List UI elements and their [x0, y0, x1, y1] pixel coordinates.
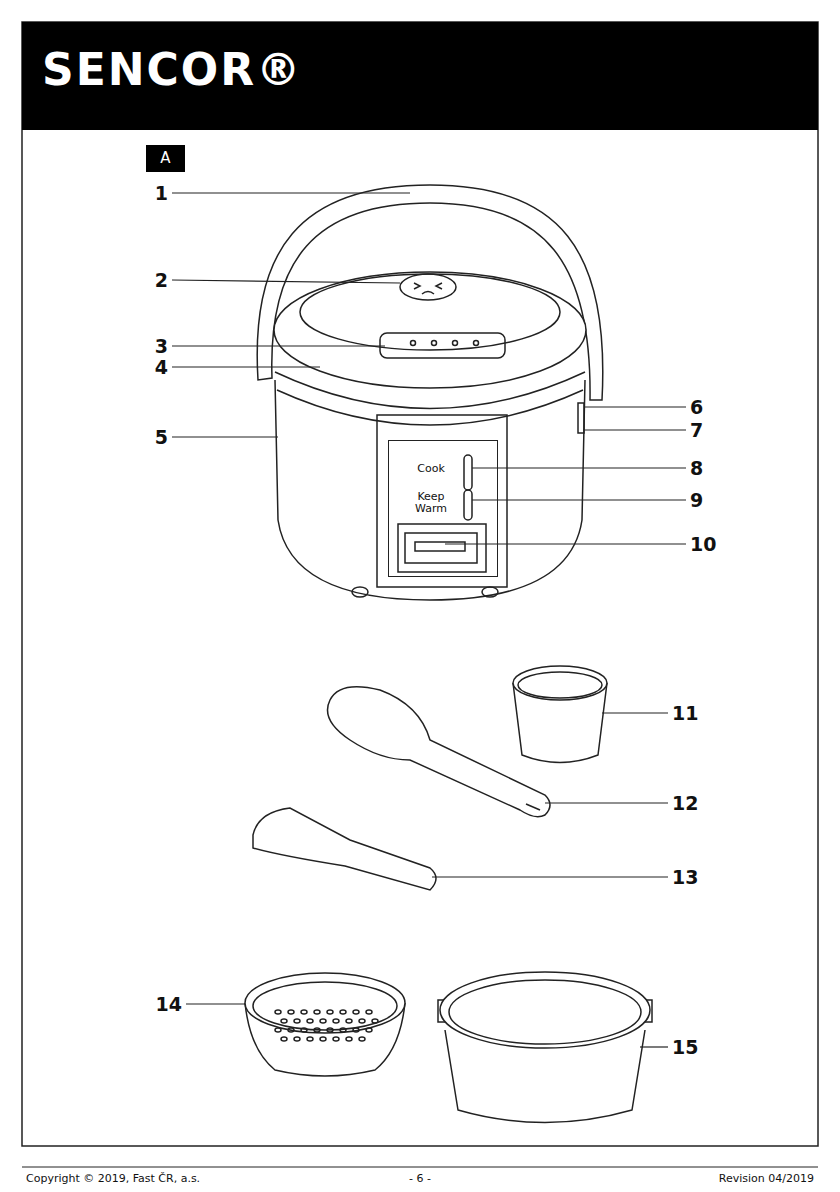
callout-number: 2: [155, 271, 168, 290]
callout-number: 5: [155, 428, 168, 447]
callout-number: 3: [155, 337, 168, 356]
callout-number: 12: [672, 794, 698, 813]
measuring-cup: [513, 666, 607, 763]
callout-number: 14: [156, 995, 182, 1014]
figure-tag: [146, 145, 185, 172]
callout-number: 15: [672, 1038, 698, 1057]
footer-text: - 6 -: [409, 1173, 431, 1184]
leader-lines: [172, 193, 686, 1047]
rice-paddle: [253, 808, 436, 890]
callout-number: 13: [672, 868, 698, 887]
rice-spoon: [328, 687, 551, 817]
callout-number: 8: [690, 459, 703, 478]
callout-number: 10: [690, 535, 716, 554]
callout-number: 1: [155, 184, 168, 203]
callout-number: 6: [690, 398, 703, 417]
control-panel: CookKeep Warm: [388, 440, 498, 577]
rice-cooker: [257, 185, 603, 600]
steamer-basket: [245, 973, 405, 1076]
brand-logo: SENCOR®: [42, 46, 342, 110]
page-frame: [22, 22, 818, 1146]
callout-number: 9: [690, 491, 703, 510]
callout-number: 7: [690, 421, 703, 440]
footer-rule: [22, 1167, 818, 1168]
brand-name: SENCOR®: [42, 46, 342, 94]
inner-pot: [438, 972, 652, 1123]
footer-text: Revision 04/2019: [719, 1173, 814, 1184]
figure-letter: A: [160, 150, 170, 167]
button-label: Keep Warm: [403, 491, 459, 515]
callout-number: 4: [155, 358, 168, 377]
button-label: Cook: [403, 463, 459, 475]
footer-text: Copyright © 2019, Fast ČR, a.s.: [26, 1173, 200, 1184]
figure-tag: A: [146, 145, 185, 172]
callout-number: 11: [672, 704, 698, 723]
header-band: [22, 22, 818, 130]
